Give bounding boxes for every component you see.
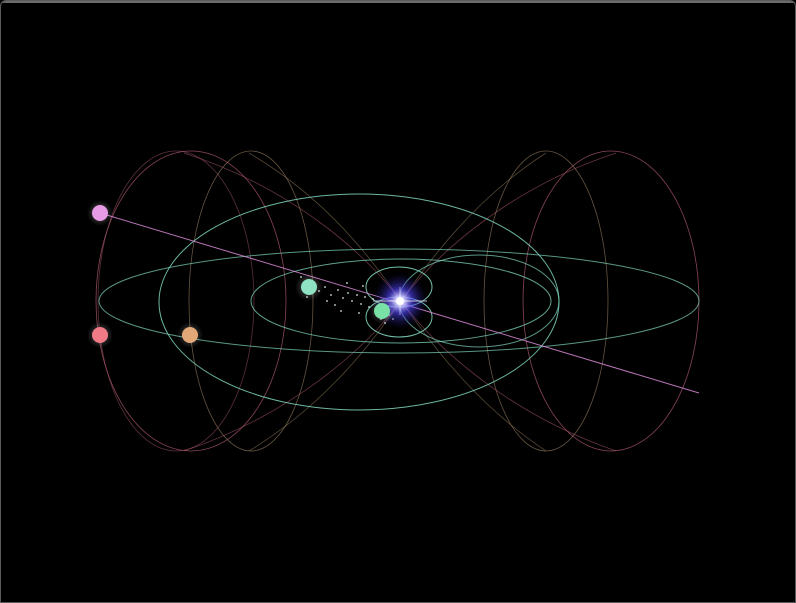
orbit-green-wide <box>98 248 700 354</box>
orbit-pink-left-wide <box>97 150 255 452</box>
star-core <box>396 297 404 305</box>
debris-particle <box>340 310 342 312</box>
debris-particle <box>360 303 362 305</box>
orbit-green-mid <box>250 258 552 344</box>
debris-particle <box>364 296 366 298</box>
planet-mint-small[interactable] <box>369 298 395 324</box>
debris-particle <box>346 282 348 284</box>
debris-particle <box>362 285 364 287</box>
debris-particle <box>347 292 349 294</box>
planet-amber[interactable] <box>177 322 203 348</box>
planet-mint-large-body <box>301 279 317 295</box>
orbit-pink-right <box>522 150 700 452</box>
orbit-pink-left <box>95 150 287 452</box>
debris-particle <box>358 312 360 314</box>
debris-particle <box>334 304 336 306</box>
planet-red-body <box>92 327 108 343</box>
planet-violet[interactable] <box>87 200 113 226</box>
orbit-green-big <box>158 193 560 411</box>
planet-mint-small-body <box>374 303 390 319</box>
planet-red[interactable] <box>87 322 113 348</box>
debris-particle <box>356 294 358 296</box>
planet-amber-body <box>182 327 198 343</box>
orbit-olive-right <box>483 150 609 452</box>
debris-particle <box>324 286 326 288</box>
debris-particle <box>351 300 353 302</box>
debris-particle <box>342 297 344 299</box>
planet-violet-body <box>92 205 108 221</box>
window-top-edge <box>1 1 795 3</box>
debris-particle <box>326 300 328 302</box>
planet-mint-large[interactable] <box>295 273 323 301</box>
orbit-olive-left <box>188 150 314 452</box>
debris-particle <box>330 294 332 296</box>
debris-particle <box>337 289 339 291</box>
bodies <box>87 200 395 348</box>
